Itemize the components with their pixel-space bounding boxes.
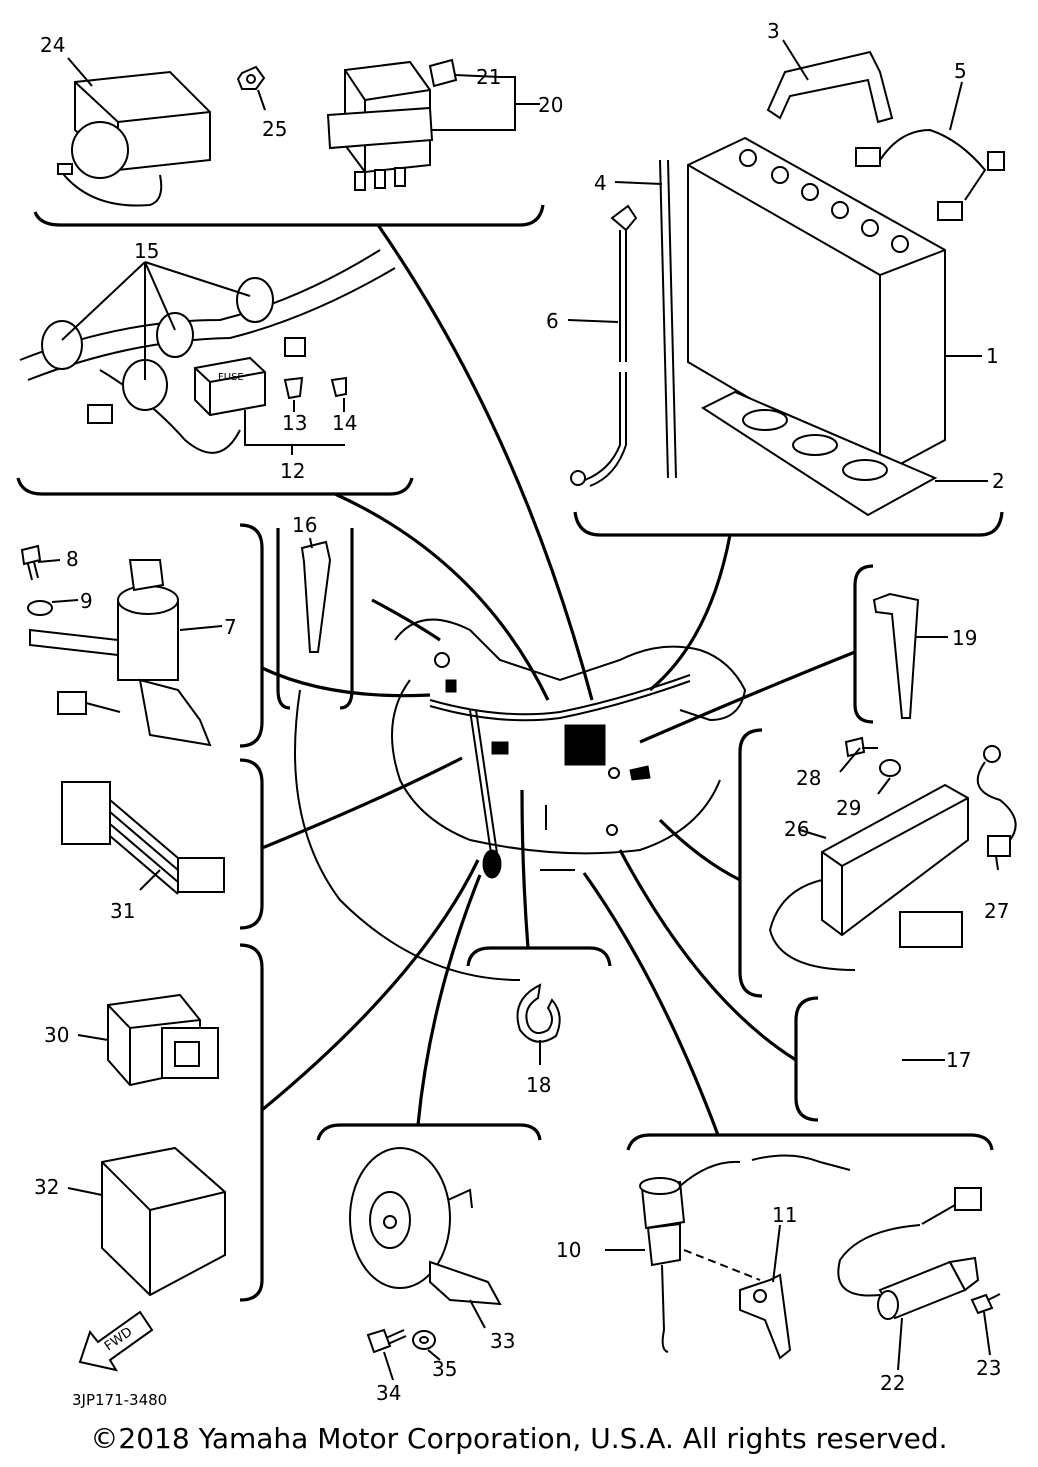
frame-harness [294, 618, 747, 981]
label-31: 31 [110, 899, 135, 923]
part-35-washer [412, 1330, 436, 1350]
label-22: 22 [880, 1371, 905, 1395]
part-34-bolt [366, 1328, 407, 1354]
part-26-cdi-unit [768, 783, 969, 971]
label-10: 10 [556, 1238, 581, 1262]
part-31-wire-harness [61, 781, 225, 895]
part-27-lead [976, 745, 1017, 857]
part-32-unit [101, 1146, 226, 1297]
label-2: 2 [992, 469, 1005, 493]
part-21-fuse [428, 58, 458, 88]
fwd-arrow-icon: FWD [78, 1310, 154, 1372]
part-11-bracket [739, 1273, 792, 1360]
part-7-main-switch [29, 559, 212, 747]
part-20-relay [326, 60, 434, 191]
label-8: 8 [66, 547, 79, 571]
part-8-bolt [20, 544, 42, 581]
part-16-band [300, 540, 332, 653]
leader-curves [260, 224, 856, 1136]
label-19: 19 [952, 626, 977, 650]
part-19-band [872, 592, 920, 719]
label-17: 17 [946, 1048, 971, 1072]
label-4: 4 [594, 171, 607, 195]
part-28-bolt [844, 736, 878, 758]
label-27: 27 [984, 899, 1009, 923]
part-13-fuse [283, 376, 304, 400]
label-7: 7 [224, 615, 237, 639]
part-5-lead [855, 128, 1005, 221]
part-3-battery-strap [766, 50, 894, 124]
reference-labels: 24 25 21 20 3 5 4 6 1 2 15 13 14 12 16 8… [34, 19, 1009, 1409]
part-25-nut [236, 65, 266, 90]
part-33-horn [349, 1147, 502, 1306]
label-5: 5 [954, 59, 967, 83]
part-14-fuse [330, 376, 347, 398]
part-12-fuse-box: FUSE [194, 356, 266, 417]
label-16: 16 [292, 513, 317, 537]
label-28: 28 [796, 766, 821, 790]
part-30-relay [107, 993, 219, 1087]
copyright-notice: ©2018 Yamaha Motor Corporation, U.S.A. A… [90, 1422, 948, 1455]
label-21: 21 [476, 65, 501, 89]
label-14: 14 [332, 411, 357, 435]
label-35: 35 [432, 1357, 457, 1381]
part-18-clamp [516, 983, 561, 1043]
label-13: 13 [282, 411, 307, 435]
label-15: 15 [134, 239, 159, 263]
part-23-screw [970, 1293, 1001, 1315]
label-26: 26 [784, 817, 809, 841]
label-25: 25 [262, 117, 287, 141]
label-leaders [37, 39, 999, 1381]
label-33: 33 [490, 1329, 515, 1353]
label-3: 3 [767, 19, 780, 43]
label-20: 20 [538, 93, 563, 117]
part-22-sensor [837, 1187, 982, 1320]
label-1: 1 [986, 344, 999, 368]
group-frames [16, 204, 1004, 1302]
label-34: 34 [376, 1381, 401, 1405]
label-11: 11 [772, 1203, 797, 1227]
label-30: 30 [44, 1023, 69, 1047]
part-29-washer [879, 759, 901, 777]
part-6-ground-lead [570, 204, 638, 487]
label-23: 23 [976, 1356, 1001, 1380]
part-10-switch [639, 1154, 851, 1353]
part-24-unit [57, 70, 211, 207]
part-4-breather-pipe [659, 159, 677, 479]
label-24: 24 [40, 33, 65, 57]
diagram-code: 3JP171-3480 [72, 1391, 167, 1409]
label-29: 29 [836, 796, 861, 820]
label-12: 12 [280, 459, 305, 483]
part-2-battery-pad [700, 390, 938, 517]
part-15-harness-clamps [19, 249, 396, 454]
part-9-washer [27, 600, 53, 616]
label-32: 32 [34, 1175, 59, 1199]
label-9: 9 [80, 589, 93, 613]
fuse-label: FUSE [218, 372, 244, 383]
label-18: 18 [526, 1073, 551, 1097]
label-6: 6 [546, 309, 559, 333]
part-1-battery [687, 136, 946, 477]
